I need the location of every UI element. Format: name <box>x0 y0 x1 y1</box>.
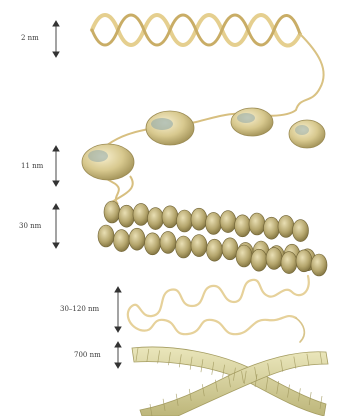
chromosome-700nm <box>132 347 328 416</box>
fiber-bead <box>129 228 145 250</box>
fiber-bead <box>249 213 265 235</box>
chromatin-fiber-30nm <box>98 201 327 276</box>
fiber-bead <box>278 215 294 237</box>
scale-label-chromosome: 700 nm <box>74 352 101 359</box>
fiber-bead <box>235 215 251 237</box>
fiber-bead <box>207 239 223 261</box>
arrow-beads <box>53 146 59 186</box>
fiber-bead <box>266 247 282 269</box>
scale-label-loops: 30–120 nm <box>60 306 99 313</box>
arrow-fiber <box>53 204 59 248</box>
beads-on-string <box>82 108 325 204</box>
fiber-bead <box>220 211 236 233</box>
nucleosome-3 <box>231 108 273 136</box>
fiber-bead <box>264 217 280 239</box>
nucleosome-2 <box>146 111 194 145</box>
loop-strand <box>128 276 309 334</box>
arrow-loops <box>115 287 121 332</box>
scale-label-dna: 2 nm <box>21 35 39 42</box>
fiber-bead <box>206 212 222 234</box>
fiber-bead <box>162 206 178 228</box>
fiber-bead <box>251 249 267 271</box>
scale-arrows <box>53 21 121 368</box>
fiber-bead <box>133 203 149 225</box>
dna-connector <box>296 34 324 110</box>
nucleosome-4 <box>289 120 325 148</box>
fiber-bead <box>311 254 327 276</box>
fiber-bead <box>98 225 114 247</box>
fiber-bead <box>145 233 161 255</box>
fiber-bead <box>104 201 120 223</box>
scale-label-fiber: 30 nm <box>19 223 41 230</box>
fiber-bead <box>176 236 192 258</box>
arrow-chromosome <box>115 342 121 368</box>
arrow-dna <box>53 21 59 57</box>
nucleosome-1 <box>82 144 134 180</box>
fiber-bead <box>222 238 238 260</box>
fiber-bead <box>296 250 312 272</box>
fiber-bead <box>191 235 207 257</box>
fiber-bead <box>191 208 207 230</box>
dna-double-helix <box>92 15 324 110</box>
fiber-bead <box>281 252 297 274</box>
fiber-bead <box>236 245 252 267</box>
fiber-bead <box>160 231 176 253</box>
fiber-bead <box>177 210 193 232</box>
fiber-bead <box>119 205 135 227</box>
chromatin-loops <box>128 276 309 342</box>
scale-label-beads: 11 nm <box>21 163 43 170</box>
fiber-bead <box>293 220 309 242</box>
fiber-bead <box>114 230 130 252</box>
fiber-bead <box>148 208 164 230</box>
